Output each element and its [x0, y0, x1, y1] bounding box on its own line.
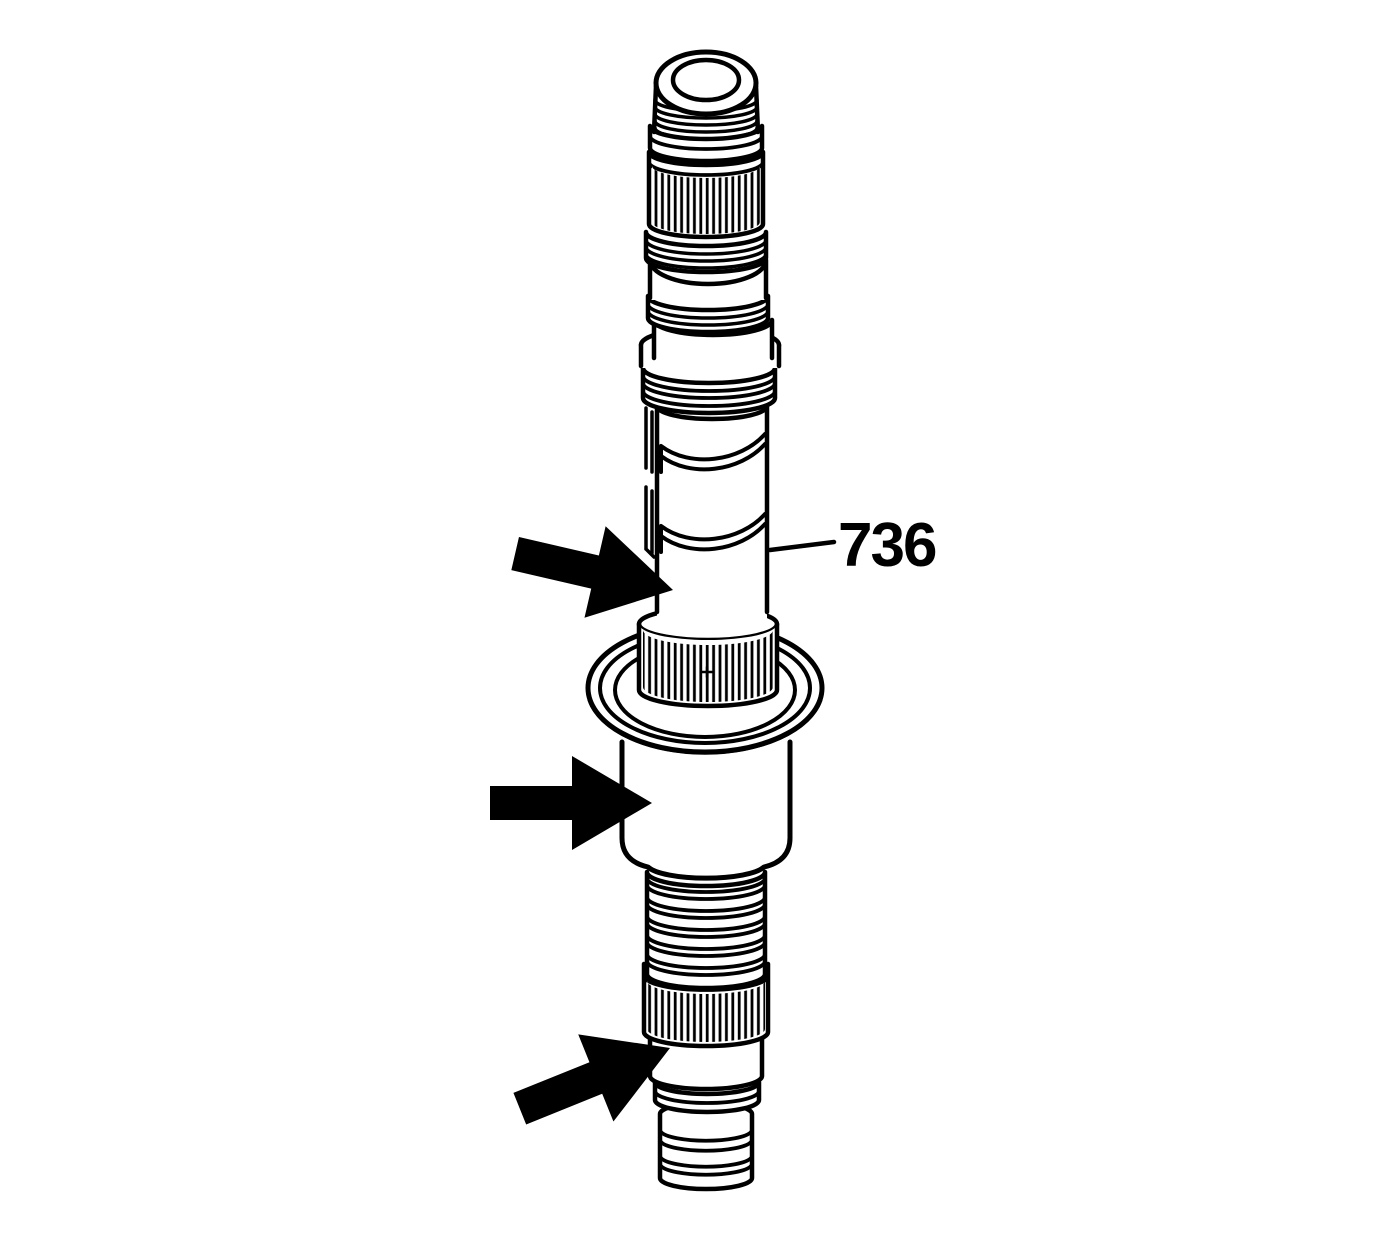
shaft-illustration — [585, 49, 825, 1192]
bearing-barrel — [619, 739, 793, 881]
split-sleeve-edge-upper — [659, 432, 767, 474]
neck-ring-line — [653, 1089, 761, 1105]
groove-band-lines — [641, 374, 777, 408]
barrel-outline — [619, 739, 793, 881]
mid-collar-ring-lines — [646, 302, 770, 327]
mid-band-upper — [647, 257, 769, 301]
end-stub-ring-grooves — [659, 1130, 753, 1177]
flange-spline-hub — [636, 605, 780, 709]
main-journal — [644, 403, 770, 618]
upper-collar-rings — [643, 229, 769, 275]
hub-center-mark — [700, 665, 714, 679]
mid-collar-rings — [645, 293, 771, 335]
end-face-bore — [670, 57, 742, 103]
upper-spline-band — [646, 149, 766, 240]
seal-ring-stack — [644, 869, 768, 991]
lower-spline-teeth — [647, 981, 765, 1042]
neck-band — [652, 1079, 762, 1115]
keyway-slot-lines — [644, 406, 656, 559]
main-journal-fill — [657, 406, 767, 618]
hub-spline-teeth — [643, 630, 773, 702]
retaining-ring-neck — [652, 1079, 762, 1115]
hub-sides-and-base — [636, 621, 780, 709]
callout-label: 736 — [838, 511, 936, 580]
callout-736: 736 — [767, 511, 938, 580]
mid-band-lower-fill — [654, 320, 772, 360]
ring-stack-grooves — [645, 876, 767, 977]
upper-spline-rim-line — [647, 160, 765, 177]
upper-collar-ring-lines — [644, 238, 768, 270]
barrel-fill — [622, 742, 790, 879]
shaft-end-face — [653, 49, 759, 117]
upper-spline-teeth — [652, 166, 760, 234]
mid-band-upper-fill — [650, 260, 766, 300]
mid-band-upper-edges — [647, 257, 769, 301]
spline-rim-line — [648, 134, 764, 151]
shaft-end-stub — [657, 1100, 755, 1192]
split-sleeve-edge-lower — [659, 512, 767, 554]
snapring-groove-band — [640, 365, 778, 416]
leader-line — [767, 539, 837, 553]
shoulder-collar-sides — [638, 342, 782, 369]
